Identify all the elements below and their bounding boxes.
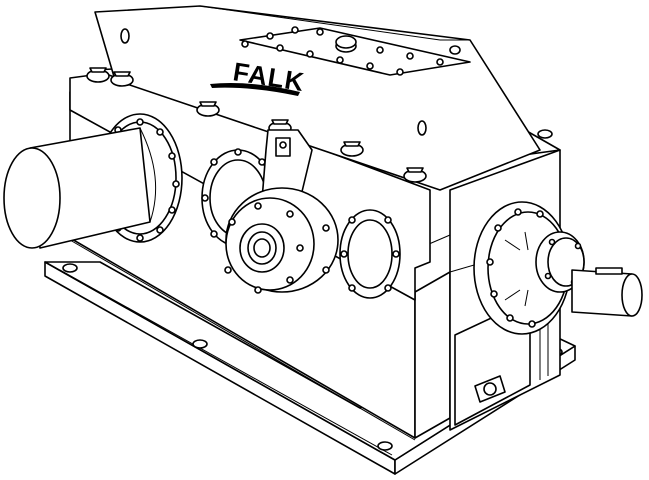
cover-bolts — [241, 26, 444, 76]
torque-arm — [261, 129, 313, 201]
lifting-hole — [417, 120, 427, 136]
mounting-hole — [192, 339, 208, 349]
center-bearing-cartridge — [224, 187, 339, 294]
mounting-hole — [377, 441, 393, 451]
lifting-hole — [120, 28, 130, 44]
input-shaft-guard — [3, 127, 157, 249]
lifting-hole — [449, 45, 461, 55]
output-shaft — [535, 231, 643, 317]
output-side-bearing-cover — [339, 209, 401, 299]
drain-plug — [483, 382, 497, 396]
mounting-hole — [62, 263, 78, 273]
split-line-bolts — [86, 67, 553, 183]
